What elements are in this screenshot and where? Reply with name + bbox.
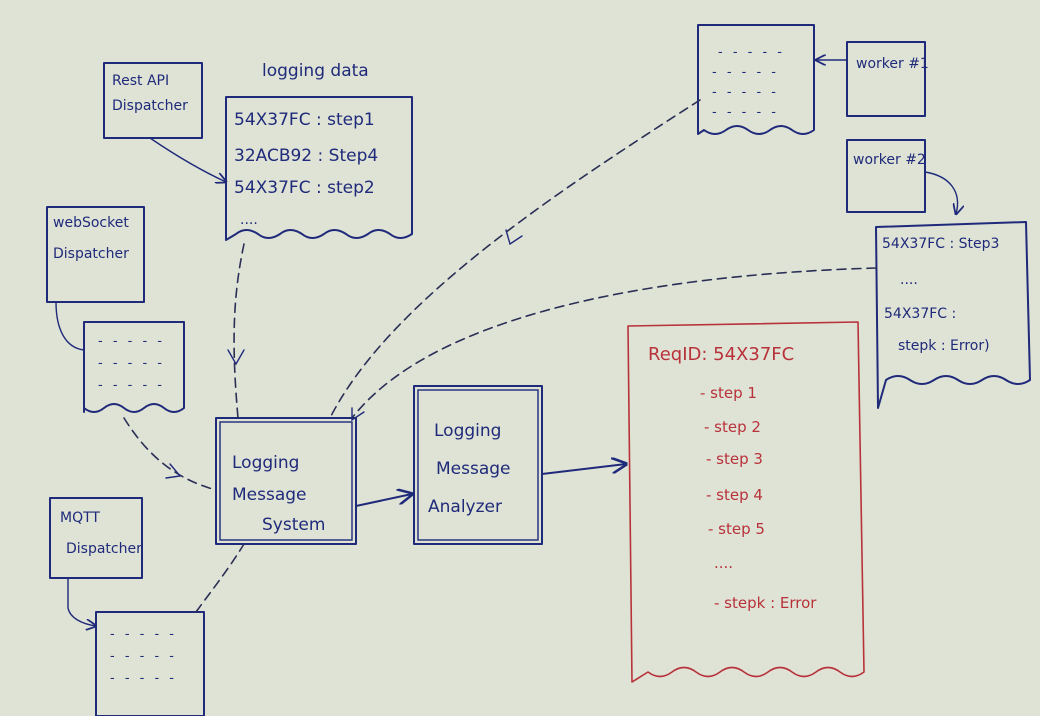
- logging-data-document: 54X37FC : step1 32ACB92 : Step4 54X37FC …: [225, 96, 413, 241]
- dash-arrowhead: [165, 463, 182, 479]
- mqtt-label: MQTT: [60, 510, 100, 526]
- websocket-connector: [55, 301, 85, 351]
- rest-api-dispatcher-box: Rest API Dispatcher: [103, 62, 203, 139]
- placeholder-dots: - - - - -: [110, 627, 177, 642]
- websocket-flow: [123, 417, 217, 491]
- trace-step: - step 3: [706, 450, 763, 468]
- worker-log-more: ....: [900, 272, 918, 288]
- worker-log-line: 54X37FC : Step3: [882, 236, 999, 252]
- lms-label-2: Message: [232, 485, 307, 505]
- worker-1-queue-document: - - - - - - - - - - - - - - - - - - - -: [697, 24, 815, 135]
- mqtt-flow: [195, 543, 245, 613]
- lma-label: Logging: [434, 421, 501, 441]
- worker-2-box: worker #2: [846, 139, 926, 213]
- websocket-label: webSocket: [53, 215, 129, 231]
- worker-2-label: worker #2: [853, 152, 926, 168]
- dash-arrowhead: [227, 349, 245, 366]
- rest-api-label-2: Dispatcher: [112, 98, 188, 114]
- worker-1-box: worker #1: [846, 41, 929, 117]
- worker-log-line: 54X37FC :: [884, 306, 956, 322]
- logging-message-analyzer-box: Logging Message Analyzer: [413, 385, 543, 545]
- logging-message-system-box: Logging Message System: [215, 417, 357, 545]
- worker-2-flow: [351, 267, 877, 419]
- websocket-label-2: Dispatcher: [53, 246, 129, 262]
- placeholder-dots: - - - - -: [98, 334, 165, 349]
- mqtt-label-2: Dispatcher: [66, 541, 142, 557]
- lma-label-2: Message: [436, 459, 511, 479]
- trace-error-step: - stepk : Error: [714, 594, 817, 612]
- placeholder-dots: - - - - -: [110, 671, 177, 686]
- trace-ellipsis: ....: [714, 554, 733, 572]
- worker-2-log-document: 54X37FC : Step3 .... 54X37FC : stepk : E…: [875, 221, 1031, 409]
- log-entry: 32ACB92 : Step4: [234, 146, 378, 166]
- log-more: ....: [240, 212, 258, 228]
- log-entry: 54X37FC : step1: [234, 110, 375, 130]
- lms-label: Logging: [232, 453, 299, 473]
- rest-api-label: Rest API: [112, 73, 169, 89]
- placeholder-dots: - - - - -: [712, 65, 779, 80]
- lma-to-result-arrow: [541, 464, 626, 475]
- worker-2-arrow: [924, 171, 958, 214]
- mqtt-queue-document: - - - - - - - - - - - - - - -: [95, 611, 205, 716]
- dash-arrowhead: [505, 229, 523, 246]
- worker-log-line: stepk : Error): [898, 338, 990, 354]
- request-trace-document: ReqID: 54X37FC - step 1 - step 2 - step …: [627, 321, 865, 683]
- placeholder-dots: - - - - -: [110, 649, 177, 664]
- worker-1-flow: [329, 99, 701, 419]
- logging-data-title: logging data: [262, 61, 369, 81]
- placeholder-dots: - - - - -: [718, 45, 785, 60]
- placeholder-dots: - - - - -: [712, 85, 779, 100]
- mqtt-connector: [67, 577, 96, 626]
- websocket-dispatcher-box: webSocket Dispatcher: [46, 206, 145, 303]
- placeholder-dots: - - - - -: [98, 378, 165, 393]
- log-entry: 54X37FC : step2: [234, 178, 375, 198]
- worker-1-label: worker #1: [856, 56, 929, 72]
- lms-label-3: System: [262, 515, 325, 535]
- lms-to-lma-arrow: [355, 494, 412, 507]
- rest-to-logging-data-arrow: [149, 137, 226, 182]
- trace-step: - step 5: [708, 520, 765, 538]
- placeholder-dots: - - - - -: [712, 105, 779, 120]
- websocket-queue-document: - - - - - - - - - - - - - - -: [83, 321, 185, 413]
- trace-step: - step 2: [704, 418, 761, 436]
- dash-arrowhead: [351, 407, 365, 422]
- placeholder-dots: - - - - -: [98, 356, 165, 371]
- trace-step: - step 1: [700, 384, 757, 402]
- logging-data-flow: [233, 243, 245, 419]
- trace-step: - step 4: [706, 486, 763, 504]
- request-id: ReqID: 54X37FC: [648, 344, 794, 365]
- mqtt-dispatcher-box: MQTT Dispatcher: [49, 497, 143, 579]
- lma-label-3: Analyzer: [428, 497, 502, 517]
